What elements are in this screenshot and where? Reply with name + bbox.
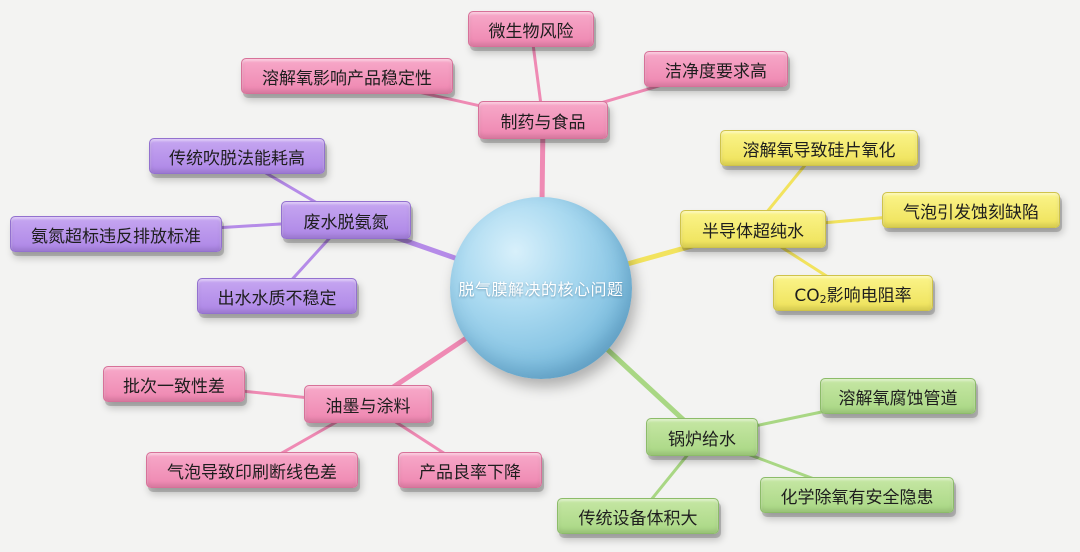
leaf-ink-batch: 批次一致性差 <box>103 366 245 402</box>
branch-ink: 油墨与涂料 <box>304 385 432 423</box>
branch-boiler: 锅炉给水 <box>646 418 758 456</box>
leaf-pharma-oxygen: 溶解氧影响产品稳定性 <box>241 58 453 94</box>
leaf-semi-oxidation: 溶解氧导致硅片氧化 <box>720 130 918 166</box>
branch-wastewater: 废水脱氨氮 <box>281 201 411 239</box>
leaf-semi-co2: CO2影响电阻率 <box>773 275 933 311</box>
leaf-waste-unstable: 出水水质不稳定 <box>197 278 357 314</box>
leaf-waste-energy: 传统吹脱法能耗高 <box>149 138 325 174</box>
leaf-pharma-clean: 洁净度要求高 <box>644 51 788 87</box>
leaf-boiler-corrosion: 溶解氧腐蚀管道 <box>820 378 976 414</box>
leaf-ink-bubble: 气泡导致印刷断线色差 <box>146 452 358 488</box>
leaf-ink-yield: 产品良率下降 <box>398 452 542 488</box>
branch-semiconductor: 半导体超纯水 <box>680 210 826 248</box>
leaf-semi-etch: 气泡引发蚀刻缺陷 <box>882 192 1060 228</box>
leaf-boiler-chemical: 化学除氧有安全隐患 <box>760 477 954 513</box>
branch-pharma: 制药与食品 <box>478 101 608 139</box>
center-label: 脱气膜解决的核心问题 <box>458 280 624 299</box>
leaf-waste-ammonia: 氨氮超标违反排放标准 <box>10 216 222 252</box>
leaf-boiler-bulky: 传统设备体积大 <box>557 498 719 534</box>
center-node: 脱气膜解决的核心问题 <box>450 197 632 379</box>
leaf-pharma-microbe: 微生物风险 <box>468 11 594 47</box>
co2-label: CO2影响电阻率 <box>794 285 912 306</box>
